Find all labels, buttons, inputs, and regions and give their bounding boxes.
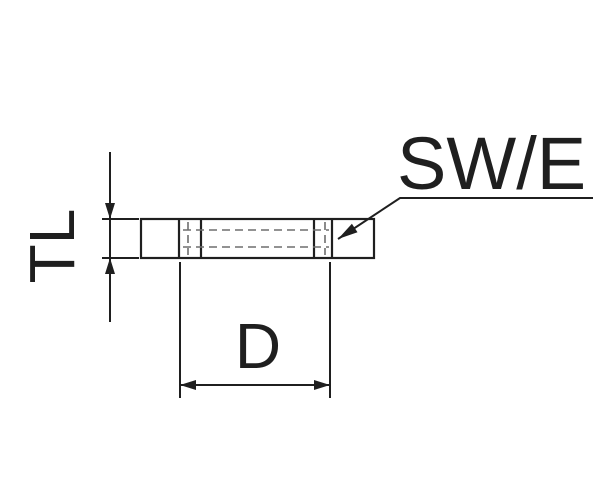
part-view bbox=[139, 217, 376, 260]
labels: TL D SW/E bbox=[16, 122, 586, 382]
dimension-lines bbox=[102, 152, 593, 398]
tl-arrow-top-icon bbox=[105, 203, 115, 219]
tl-arrow-bottom-icon bbox=[105, 258, 115, 274]
arrowheads bbox=[105, 203, 358, 390]
d-label: D bbox=[235, 310, 281, 382]
tl-label: TL bbox=[16, 209, 88, 284]
d-arrow-left-icon bbox=[180, 380, 196, 390]
hidden-thread-lines bbox=[183, 222, 329, 255]
d-arrow-right-icon bbox=[314, 380, 330, 390]
swe-leader-line bbox=[337, 197, 593, 240]
swe-leader-arrow-icon bbox=[338, 223, 358, 239]
swe-label: SW/E bbox=[397, 122, 586, 205]
